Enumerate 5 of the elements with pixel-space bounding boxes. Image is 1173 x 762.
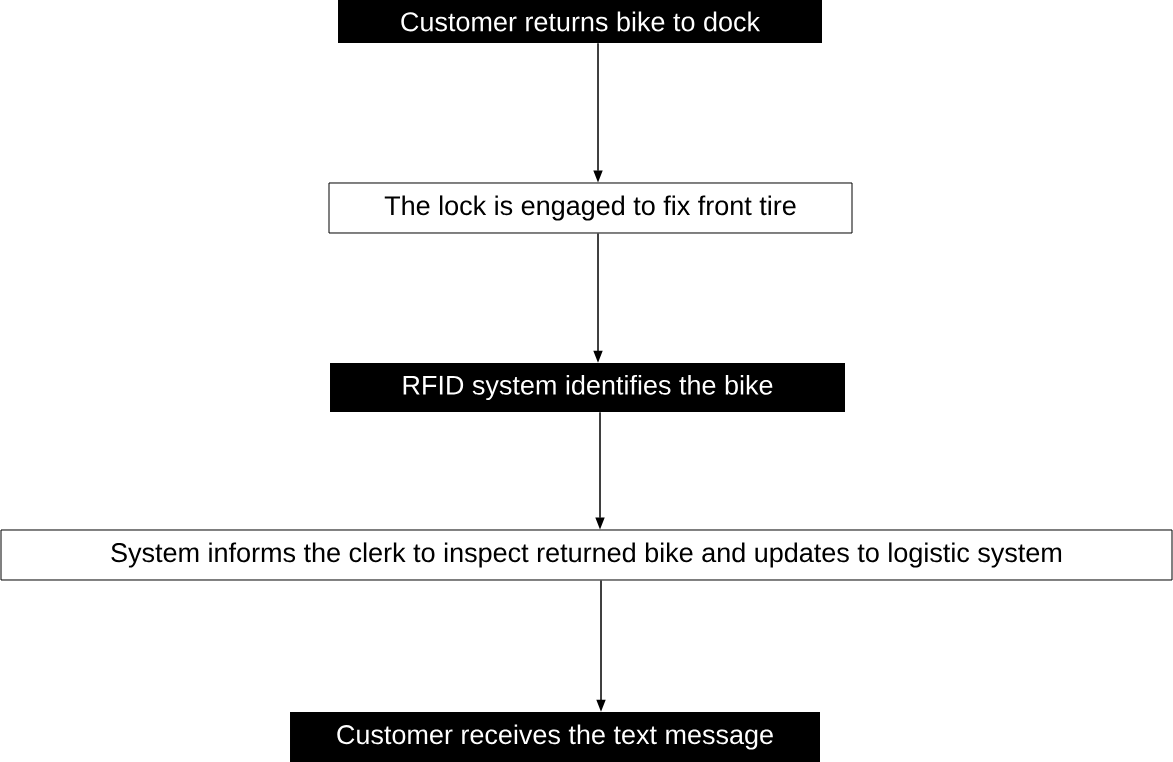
process-box: Customer returns bike to dock <box>338 0 822 43</box>
process-box: Customer receives the text message <box>290 712 820 762</box>
process-box: System informs the clerk to inspect returned bike and updates to logistic system <box>0 529 1173 581</box>
process-box: The lock is engaged to fix front tire <box>328 182 853 234</box>
process-box: RFID system identifies the bike <box>330 363 845 412</box>
